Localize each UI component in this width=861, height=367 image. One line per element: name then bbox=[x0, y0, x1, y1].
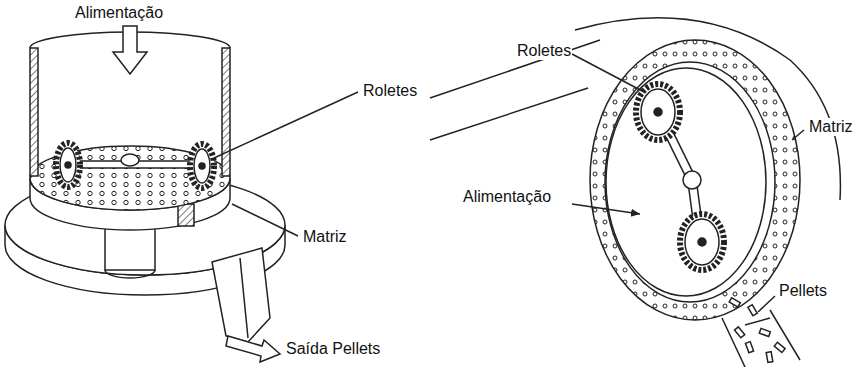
part-label: Pellets bbox=[778, 282, 828, 300]
roller-axle bbox=[65, 162, 71, 168]
pellets bbox=[729, 298, 785, 363]
housing-wall bbox=[222, 48, 230, 176]
roller-face bbox=[194, 149, 210, 183]
roller-face bbox=[641, 89, 675, 135]
housing-wall bbox=[30, 48, 38, 176]
part-label: Roletes bbox=[516, 42, 572, 60]
roller bbox=[636, 84, 680, 140]
part-label: Matriz bbox=[808, 118, 854, 136]
roller bbox=[190, 144, 214, 188]
ring-inner bbox=[606, 68, 766, 296]
hub bbox=[683, 171, 701, 189]
ring-die-mill bbox=[430, 18, 840, 367]
leader-line bbox=[572, 54, 644, 92]
exit-arrow bbox=[226, 336, 280, 362]
housing-line bbox=[430, 88, 588, 140]
housing-line bbox=[430, 40, 600, 98]
roller bbox=[56, 143, 80, 187]
leader-line bbox=[792, 130, 804, 140]
feed-arrow bbox=[572, 204, 640, 214]
roller-axle bbox=[654, 108, 662, 116]
part-label: Alimentação bbox=[74, 4, 164, 22]
leader-line bbox=[214, 92, 358, 158]
chute-edge bbox=[240, 258, 248, 338]
part-label: Roletes bbox=[362, 82, 418, 100]
roller-axle bbox=[199, 163, 205, 169]
part-label: Saída Pellets bbox=[285, 340, 381, 358]
flat-die-mill bbox=[5, 26, 358, 362]
hub bbox=[121, 154, 139, 166]
feed-arrow bbox=[113, 26, 147, 74]
roller-face bbox=[60, 148, 76, 182]
part-label: Alimentação bbox=[462, 188, 552, 206]
exit-chute bbox=[212, 248, 270, 342]
die-section bbox=[178, 204, 194, 226]
leader-line bbox=[758, 296, 775, 312]
leader-line bbox=[232, 204, 298, 236]
exit-chute bbox=[722, 310, 800, 367]
spindle-edge bbox=[105, 270, 155, 278]
roller-axle bbox=[698, 238, 706, 246]
ring-die bbox=[590, 40, 800, 320]
roller bbox=[680, 214, 724, 270]
roller-face bbox=[685, 219, 719, 265]
part-label: Matriz bbox=[302, 228, 348, 246]
